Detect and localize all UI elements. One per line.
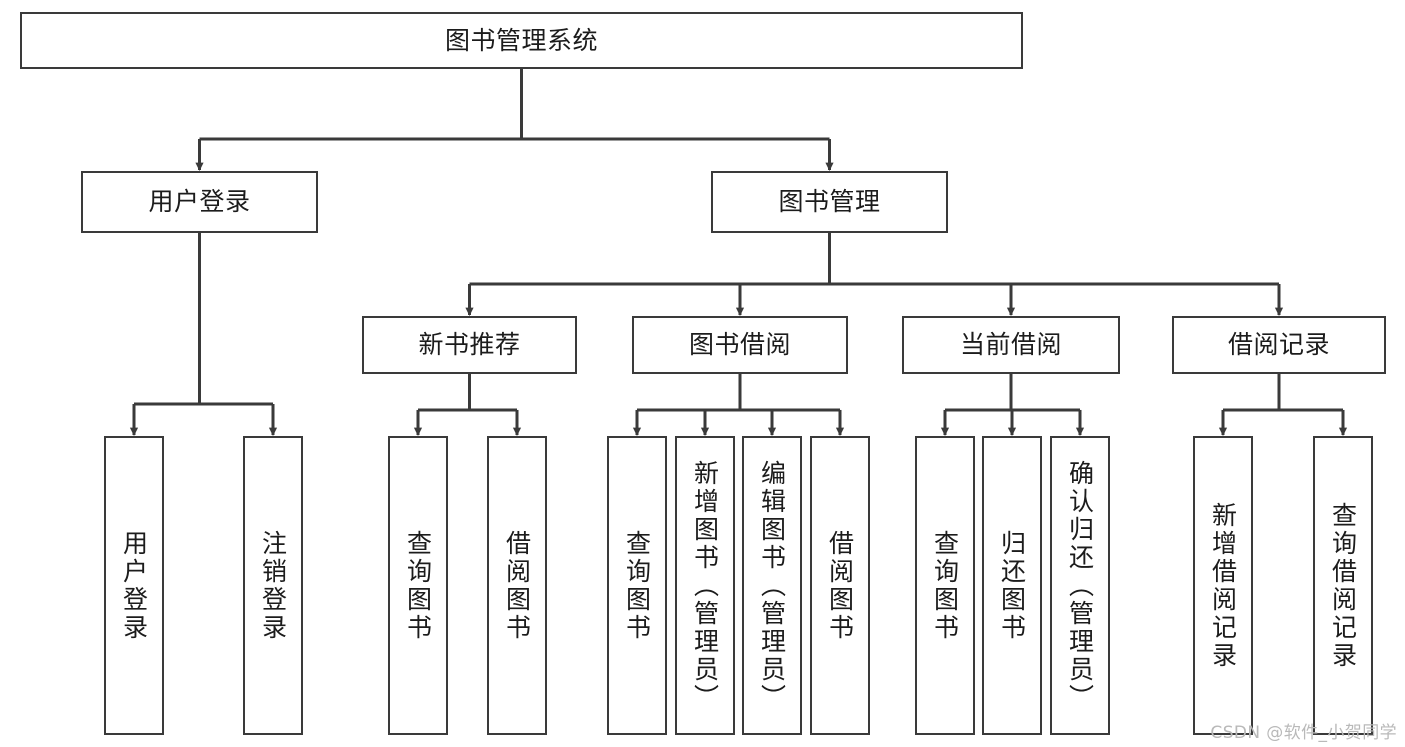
node-leaf-user-login[interactable]: 用户登录 <box>104 436 164 735</box>
node-leaf-query-book-borrow[interactable]: 查询图书 <box>607 436 667 735</box>
node-label: 用户登录 <box>148 187 251 216</box>
node-label: 用户登录 <box>119 529 149 642</box>
node-book-management[interactable]: 图书管理 <box>711 171 948 233</box>
node-leaf-query-borrow-record[interactable]: 查询借阅记录 <box>1313 436 1373 735</box>
node-label: 图书借阅 <box>688 330 791 359</box>
node-leaf-borrow-book[interactable]: 借阅图书 <box>810 436 870 735</box>
node-borrow-record[interactable]: 借阅记录 <box>1172 316 1386 374</box>
node-label: 图书管理 <box>778 187 881 216</box>
node-leaf-return-book[interactable]: 归还图书 <box>982 436 1042 735</box>
node-label: 查询图书 <box>622 529 652 642</box>
node-leaf-query-book-current[interactable]: 查询图书 <box>915 436 975 735</box>
node-leaf-add-borrow-record[interactable]: 新增借阅记录 <box>1193 436 1253 735</box>
node-new-book-recommend[interactable]: 新书推荐 <box>362 316 577 374</box>
node-user-login[interactable]: 用户登录 <box>81 171 318 233</box>
node-label: 新增图书（管理员） <box>690 459 720 712</box>
node-label: 查询图书 <box>403 529 433 642</box>
node-label: 图书管理系统 <box>444 25 598 55</box>
node-leaf-logout[interactable]: 注销登录 <box>243 436 303 735</box>
watermark-csdn: CSDN @软件_小贺同学 <box>1210 723 1397 743</box>
node-label: 借阅记录 <box>1227 330 1330 359</box>
node-leaf-query-book-recommend[interactable]: 查询图书 <box>388 436 448 735</box>
node-leaf-borrow-book-recommend[interactable]: 借阅图书 <box>487 436 547 735</box>
node-label: 查询借阅记录 <box>1328 501 1358 670</box>
node-label: 注销登录 <box>258 529 288 642</box>
node-label: 新书推荐 <box>418 330 521 359</box>
node-root-book-management-system[interactable]: 图书管理系统 <box>20 12 1023 69</box>
node-label: 借阅图书 <box>502 529 532 642</box>
node-label: 借阅图书 <box>825 529 855 642</box>
node-leaf-edit-book-admin[interactable]: 编辑图书（管理员） <box>742 436 802 735</box>
node-leaf-add-book-admin[interactable]: 新增图书（管理员） <box>675 436 735 735</box>
node-label: 当前借阅 <box>959 330 1062 359</box>
node-label: 确认归还（管理员） <box>1065 459 1095 712</box>
node-current-borrow[interactable]: 当前借阅 <box>902 316 1120 374</box>
node-label: 查询图书 <box>930 529 960 642</box>
node-label: 归还图书 <box>997 529 1027 642</box>
node-label: 编辑图书（管理员） <box>757 459 787 712</box>
node-leaf-confirm-return-admin[interactable]: 确认归还（管理员） <box>1050 436 1110 735</box>
node-label: 新增借阅记录 <box>1208 501 1238 670</box>
node-book-borrow[interactable]: 图书借阅 <box>632 316 848 374</box>
